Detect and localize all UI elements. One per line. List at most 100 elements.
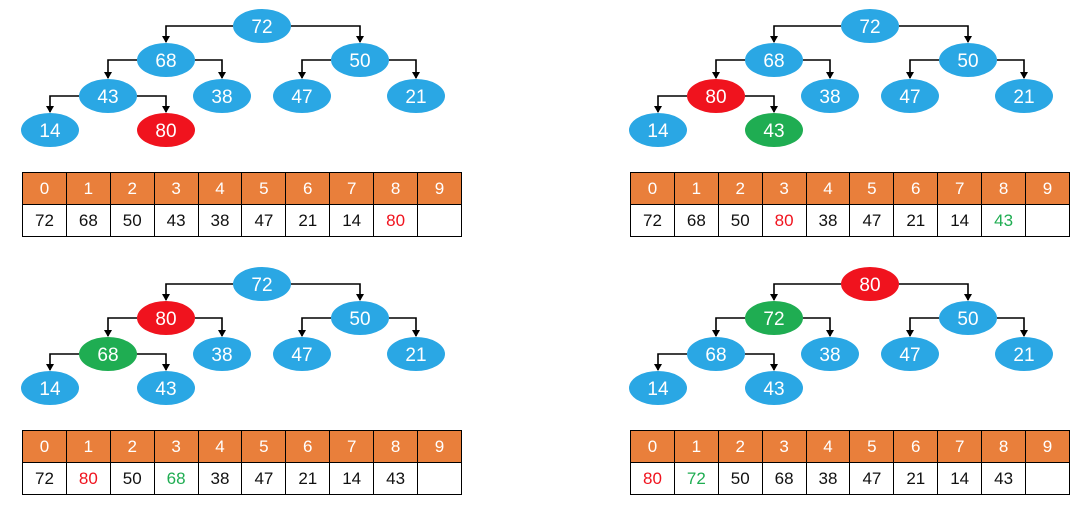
index-cell: 5 (241, 172, 287, 205)
tree-node-label: 80 (155, 309, 176, 330)
tree-node-shape (629, 113, 687, 147)
index-cell: 1 (65, 430, 111, 463)
tree-node-label: 80 (155, 121, 176, 142)
value-cell (1025, 462, 1070, 495)
value-cell: 38 (197, 204, 243, 237)
value-cell: 14 (937, 462, 983, 495)
index-cell: 1 (673, 430, 719, 463)
tree-node-shape (745, 301, 803, 335)
tree-edge (291, 25, 364, 43)
value-cell: 68 (153, 462, 199, 495)
tree-node: 47 (881, 337, 939, 371)
tree-edge (712, 317, 745, 337)
tree-node-label: 38 (211, 87, 232, 108)
tree-node: 38 (801, 79, 859, 113)
tree-edge (997, 317, 1028, 337)
tree-node: 72 (233, 267, 291, 301)
tree-node-label: 68 (155, 51, 176, 72)
tree-edge (46, 95, 79, 113)
value-cell: 14 (329, 204, 375, 237)
tree-node-shape (79, 337, 137, 371)
tree-node: 72 (233, 9, 291, 43)
tree-node: 14 (21, 113, 79, 147)
tree-edge (195, 317, 226, 337)
tree-node: 47 (273, 337, 331, 371)
value-cell: 47 (241, 204, 287, 237)
tree-node-label: 72 (251, 275, 272, 296)
value-cell: 21 (285, 204, 331, 237)
index-cell: 7 (329, 430, 375, 463)
tree-node-label: 38 (819, 87, 840, 108)
tree-node-label: 72 (859, 17, 880, 38)
tree-node-label: 14 (647, 379, 669, 400)
value-cell: 68 (761, 462, 807, 495)
tree-node-label: 14 (647, 121, 669, 142)
index-cell: 8 (981, 172, 1027, 205)
tree-node-shape (21, 113, 79, 147)
value-cell: 72 (673, 462, 719, 495)
index-cell: 5 (849, 172, 895, 205)
value-cell (1025, 204, 1070, 237)
tree-node-shape (801, 337, 859, 371)
tree-node-shape (273, 337, 331, 371)
index-cell: 0 (630, 172, 675, 205)
value-cell: 47 (849, 204, 895, 237)
index-cell: 9 (417, 172, 462, 205)
index-cell: 6 (285, 172, 331, 205)
tree-edge (997, 59, 1028, 79)
index-cell: 4 (805, 430, 851, 463)
tree-node: 43 (79, 79, 137, 113)
tree-edge (389, 59, 420, 79)
tree-node-shape (21, 371, 79, 405)
value-cell: 38 (805, 462, 851, 495)
index-cell: 0 (22, 172, 67, 205)
tree-node-shape (939, 301, 997, 335)
tree-node: 43 (137, 371, 195, 405)
value-cell: 43 (373, 462, 419, 495)
value-cell: 38 (197, 462, 243, 495)
tree-node: 14 (21, 371, 79, 405)
tree-node-shape (331, 301, 389, 335)
tree-node-label: 68 (763, 51, 784, 72)
tree-edge (745, 95, 778, 113)
tree-node-shape (995, 79, 1053, 113)
tree-edge (162, 25, 233, 43)
value-cell: 80 (373, 204, 419, 237)
index-cell: 0 (630, 430, 675, 463)
tree-edge (899, 283, 972, 301)
tree-node: 21 (387, 79, 445, 113)
tree-node-shape (387, 79, 445, 113)
tree-node: 80 (841, 267, 899, 301)
tree-node-label: 50 (957, 309, 978, 330)
tree-node-label: 50 (957, 51, 978, 72)
tree-node: 80 (137, 113, 195, 147)
value-cell: 50 (717, 204, 763, 237)
tree-node-label: 21 (1013, 87, 1034, 108)
tree-edge (298, 317, 331, 337)
tree-edge (803, 317, 834, 337)
index-cell: 8 (373, 430, 419, 463)
tree-edge (291, 283, 364, 301)
index-cell: 2 (109, 172, 155, 205)
index-cell: 3 (761, 172, 807, 205)
value-cell: 72 (22, 462, 67, 495)
tree-node: 38 (193, 79, 251, 113)
tree-node: 47 (273, 79, 331, 113)
tree-node-shape (137, 371, 195, 405)
value-cell: 50 (109, 462, 155, 495)
index-cell: 6 (285, 430, 331, 463)
index-cell: 4 (805, 172, 851, 205)
tree-node: 68 (687, 337, 745, 371)
value-cell: 21 (893, 204, 939, 237)
